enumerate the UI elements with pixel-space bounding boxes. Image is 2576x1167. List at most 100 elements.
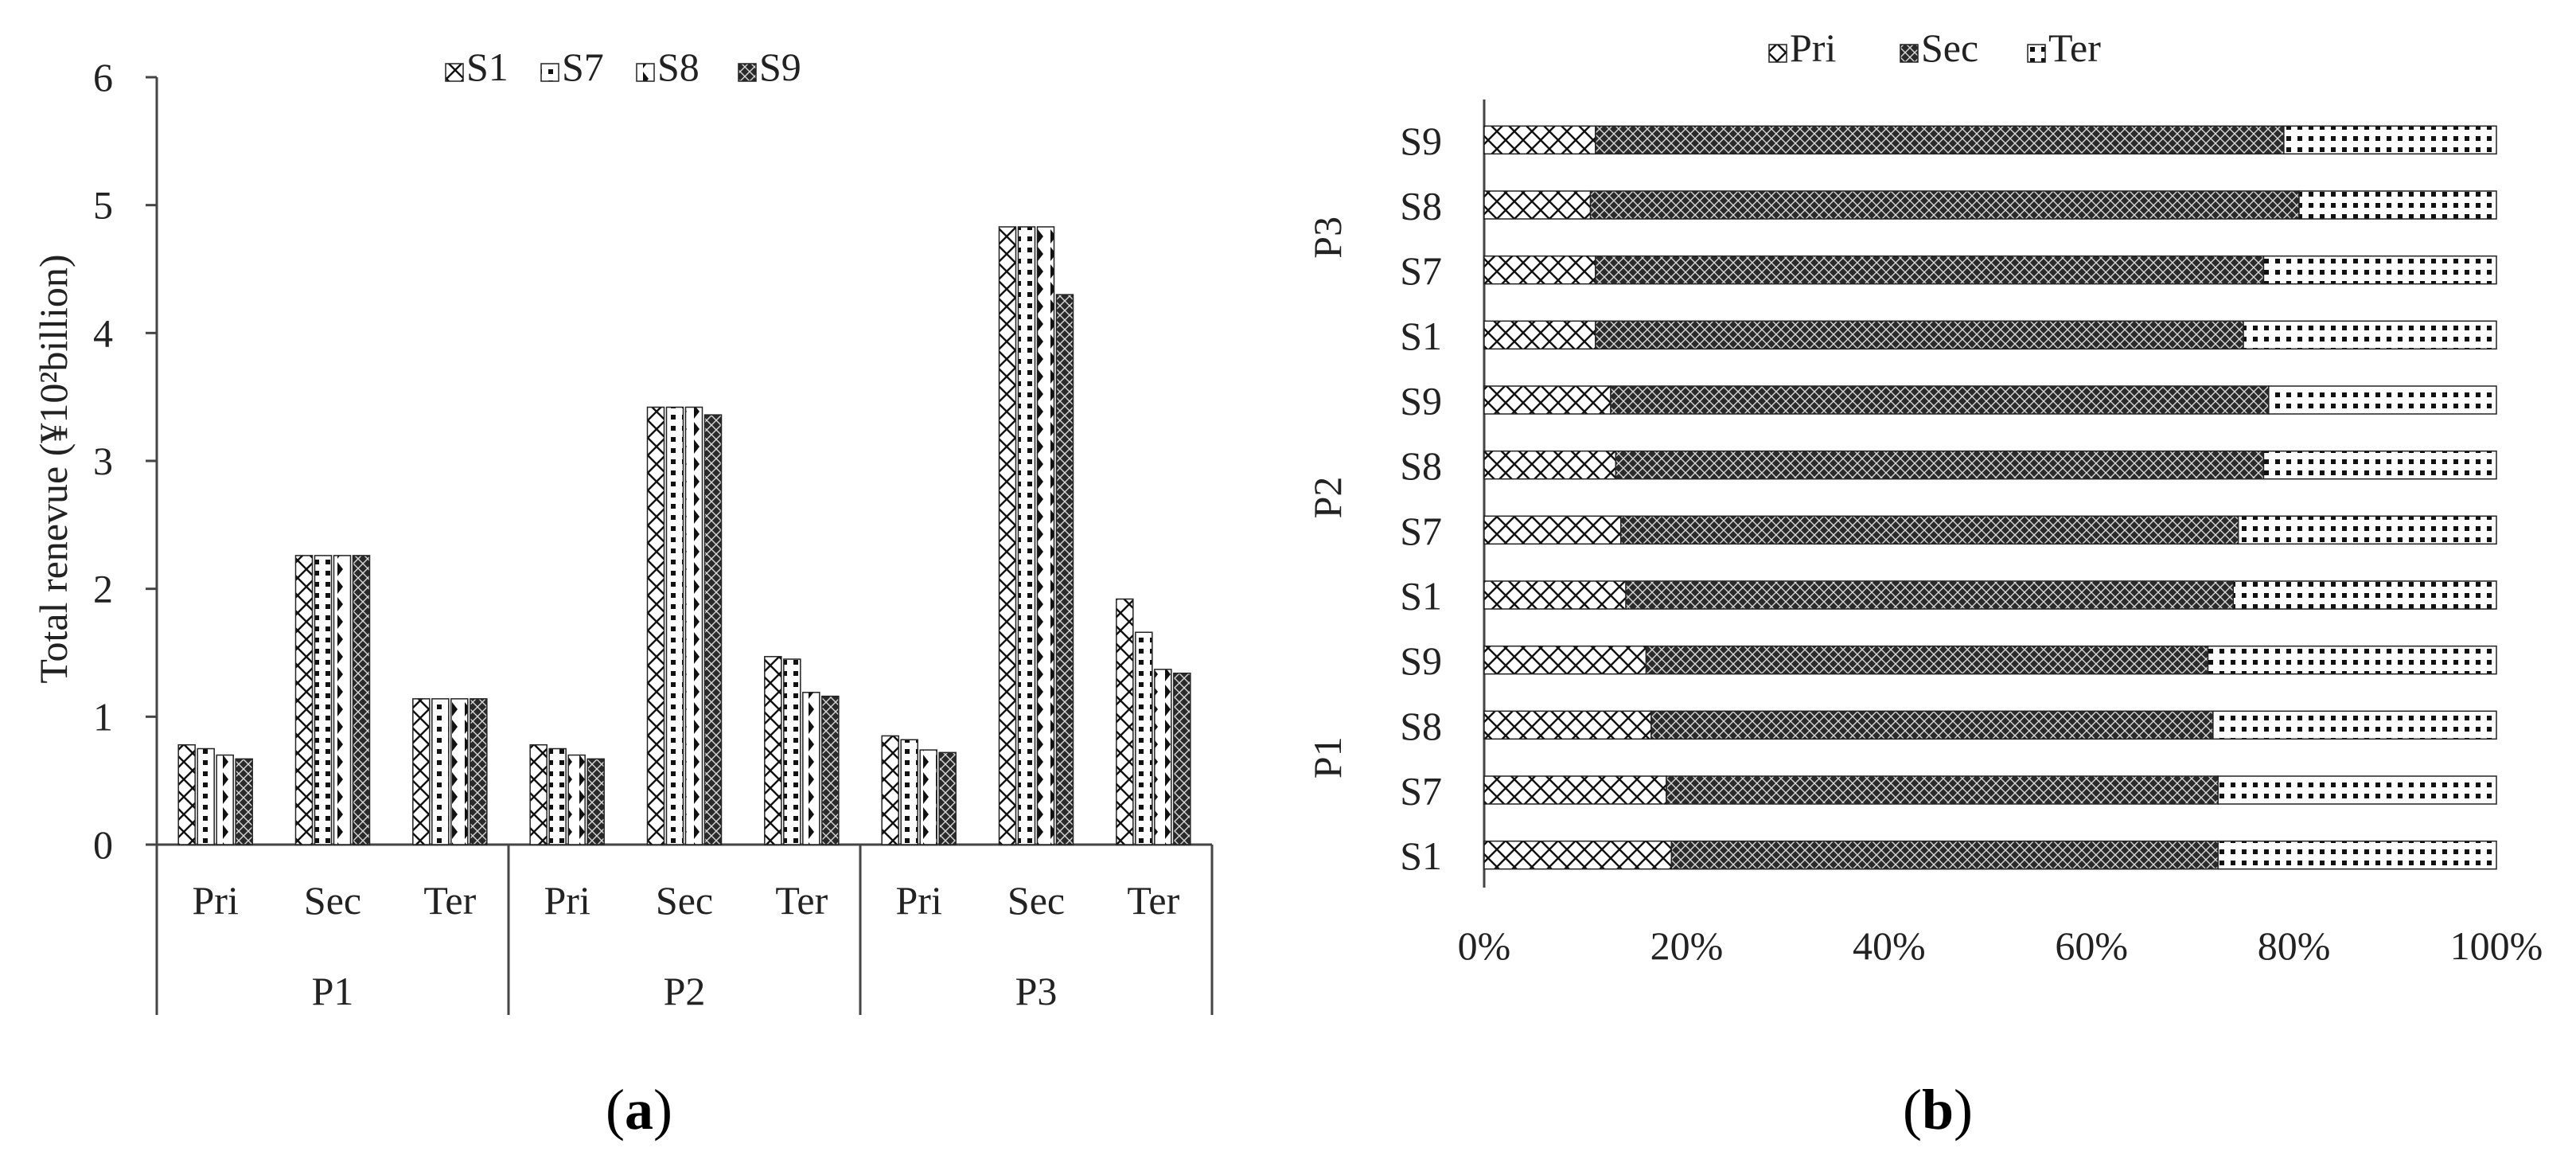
bar-s1-p1-pri [177, 744, 196, 845]
x-tick-label: 0% [1458, 923, 1511, 968]
bar-ter-p2-s1 [2232, 580, 2497, 610]
y-tick-label: 6 [93, 55, 113, 100]
x-category-label: Sec [656, 878, 713, 923]
x-category-label: Pri [192, 878, 238, 923]
bar-s7-p3-sec [1017, 226, 1036, 845]
bar-s8-p1-sec [333, 555, 352, 845]
y-scenario-label: S8 [1400, 184, 1442, 228]
bar-s1-p3-ter [1116, 598, 1134, 845]
legend-label-s9: S9 [759, 45, 801, 89]
bar-pri-p1-s1 [1483, 840, 1673, 870]
x-category-label: Ter [423, 878, 476, 923]
bar-ter-p3-s8 [2298, 190, 2497, 220]
bar-pri-p1-s8 [1483, 710, 1652, 740]
legend-label-s8: S8 [657, 45, 700, 89]
legend-swatch-s1 [445, 63, 464, 82]
x-category-label: Sec [1007, 878, 1065, 923]
bar-pri-p1-s9 [1483, 645, 1647, 675]
x-group-label: P1 [312, 969, 354, 1013]
bar-ter-p1-s8 [2212, 710, 2497, 740]
bar-pri-p1-s7 [1483, 775, 1667, 805]
y-tick-label: 3 [93, 439, 113, 483]
bar-s7-p3-ter [1135, 631, 1153, 845]
y-scenario-label: S1 [1400, 833, 1442, 878]
bar-s7-p2-ter [783, 658, 801, 845]
legend-swatch-s8 [636, 63, 655, 82]
bar-s8-p3-pri [919, 749, 937, 845]
bar-s9-p3-pri [938, 751, 957, 845]
y-scenario-label: S1 [1400, 574, 1442, 619]
bar-s8-p2-pri [567, 754, 586, 845]
bar-sec-p3-s7 [1595, 255, 2265, 285]
legend-label-pri: Pri [1790, 25, 1836, 70]
bar-ter-p2-s9 [2268, 385, 2497, 415]
legend-swatch-pri [1768, 44, 1787, 63]
bar-s8-p2-sec [684, 406, 703, 845]
bar-pri-p3-s9 [1483, 125, 1596, 155]
bar-s9-p1-ter [470, 698, 488, 845]
bar-s8-p1-ter [450, 698, 469, 845]
legend-label-sec: Sec [1921, 25, 1978, 70]
bar-s9-p3-sec [1055, 294, 1074, 845]
bar-s7-p1-pri [197, 747, 215, 845]
bar-s9-p2-pri [587, 758, 605, 845]
panel-b-caption: (b) [1903, 1078, 1973, 1142]
x-group-label: P3 [1015, 969, 1058, 1013]
bar-sec-p2-s1 [1625, 580, 2235, 610]
bar-s9-p2-ter [821, 695, 840, 845]
bar-s8-p3-sec [1036, 226, 1055, 845]
y-scenario-label: S7 [1400, 509, 1442, 553]
bar-s9-p3-ter [1173, 672, 1191, 845]
y-scenario-label: S7 [1400, 769, 1442, 814]
bar-pri-p2-s9 [1483, 385, 1611, 415]
bar-ter-p2-s7 [2237, 515, 2497, 545]
bar-s1-p1-ter [412, 698, 431, 845]
bar-pri-p2-s8 [1483, 450, 1617, 480]
bar-s7-p2-pri [548, 747, 567, 845]
bar-pri-p3-s1 [1483, 320, 1596, 350]
bar-s1-p3-pri [881, 735, 899, 845]
y-scenario-label: S9 [1400, 379, 1442, 423]
bar-ter-p2-s8 [2262, 450, 2497, 480]
bar-s8-p2-ter [802, 692, 820, 845]
legend-swatch-ter [2027, 44, 2046, 63]
y-tick-label: 4 [93, 310, 113, 355]
bar-sec-p2-s8 [1615, 450, 2265, 480]
legend-label-ter: Ter [2048, 25, 2101, 70]
y-scenario-label: S1 [1400, 314, 1442, 358]
legend-swatch-s7 [540, 63, 559, 82]
bar-s1-p2-sec [646, 406, 665, 845]
bar-sec-p3-s1 [1595, 320, 2244, 350]
bar-ter-p3-s7 [2262, 255, 2497, 285]
bar-pri-p2-s7 [1483, 515, 1622, 545]
bar-s9-p2-sec [703, 414, 723, 845]
y-scenario-label: S7 [1400, 248, 1442, 293]
bar-s8-p1-pri [216, 754, 234, 845]
bar-ter-p1-s9 [2207, 645, 2497, 675]
bar-ter-p1-s7 [2217, 775, 2497, 805]
bar-pri-p3-s8 [1483, 190, 1592, 220]
x-category-label: Ter [775, 878, 828, 923]
x-tick-label: 20% [1650, 923, 1724, 968]
bar-s7-p3-pri [900, 739, 918, 845]
panel-b-caption-letter: b [1922, 1078, 1954, 1142]
y-group-label: P3 [1305, 217, 1350, 259]
x-group-label: P2 [664, 969, 706, 1013]
bar-sec-p1-s7 [1666, 775, 2219, 805]
panel-b-stacked-bar-chart: S1S7S8S9S1S7S8S9S1S7S8S9P1P2P30%20%40%60… [1305, 25, 2543, 968]
bar-s1-p2-pri [529, 744, 548, 845]
x-tick-label: 40% [1853, 923, 1926, 968]
bar-pri-p2-s1 [1483, 580, 1627, 610]
bar-s7-p1-sec [314, 555, 333, 845]
legend-swatch-s9 [738, 63, 757, 82]
bar-sec-p1-s1 [1670, 840, 2219, 870]
panel-a-caption: (a) [606, 1078, 672, 1142]
y-tick-label: 0 [93, 822, 113, 867]
bar-sec-p1-s8 [1650, 710, 2214, 740]
bar-s1-p2-ter [764, 656, 782, 845]
x-tick-label: 60% [2055, 923, 2128, 968]
bar-ter-p3-s1 [2243, 320, 2497, 350]
y-scenario-label: S9 [1400, 119, 1442, 163]
legend-swatch-sec [1900, 44, 1919, 63]
